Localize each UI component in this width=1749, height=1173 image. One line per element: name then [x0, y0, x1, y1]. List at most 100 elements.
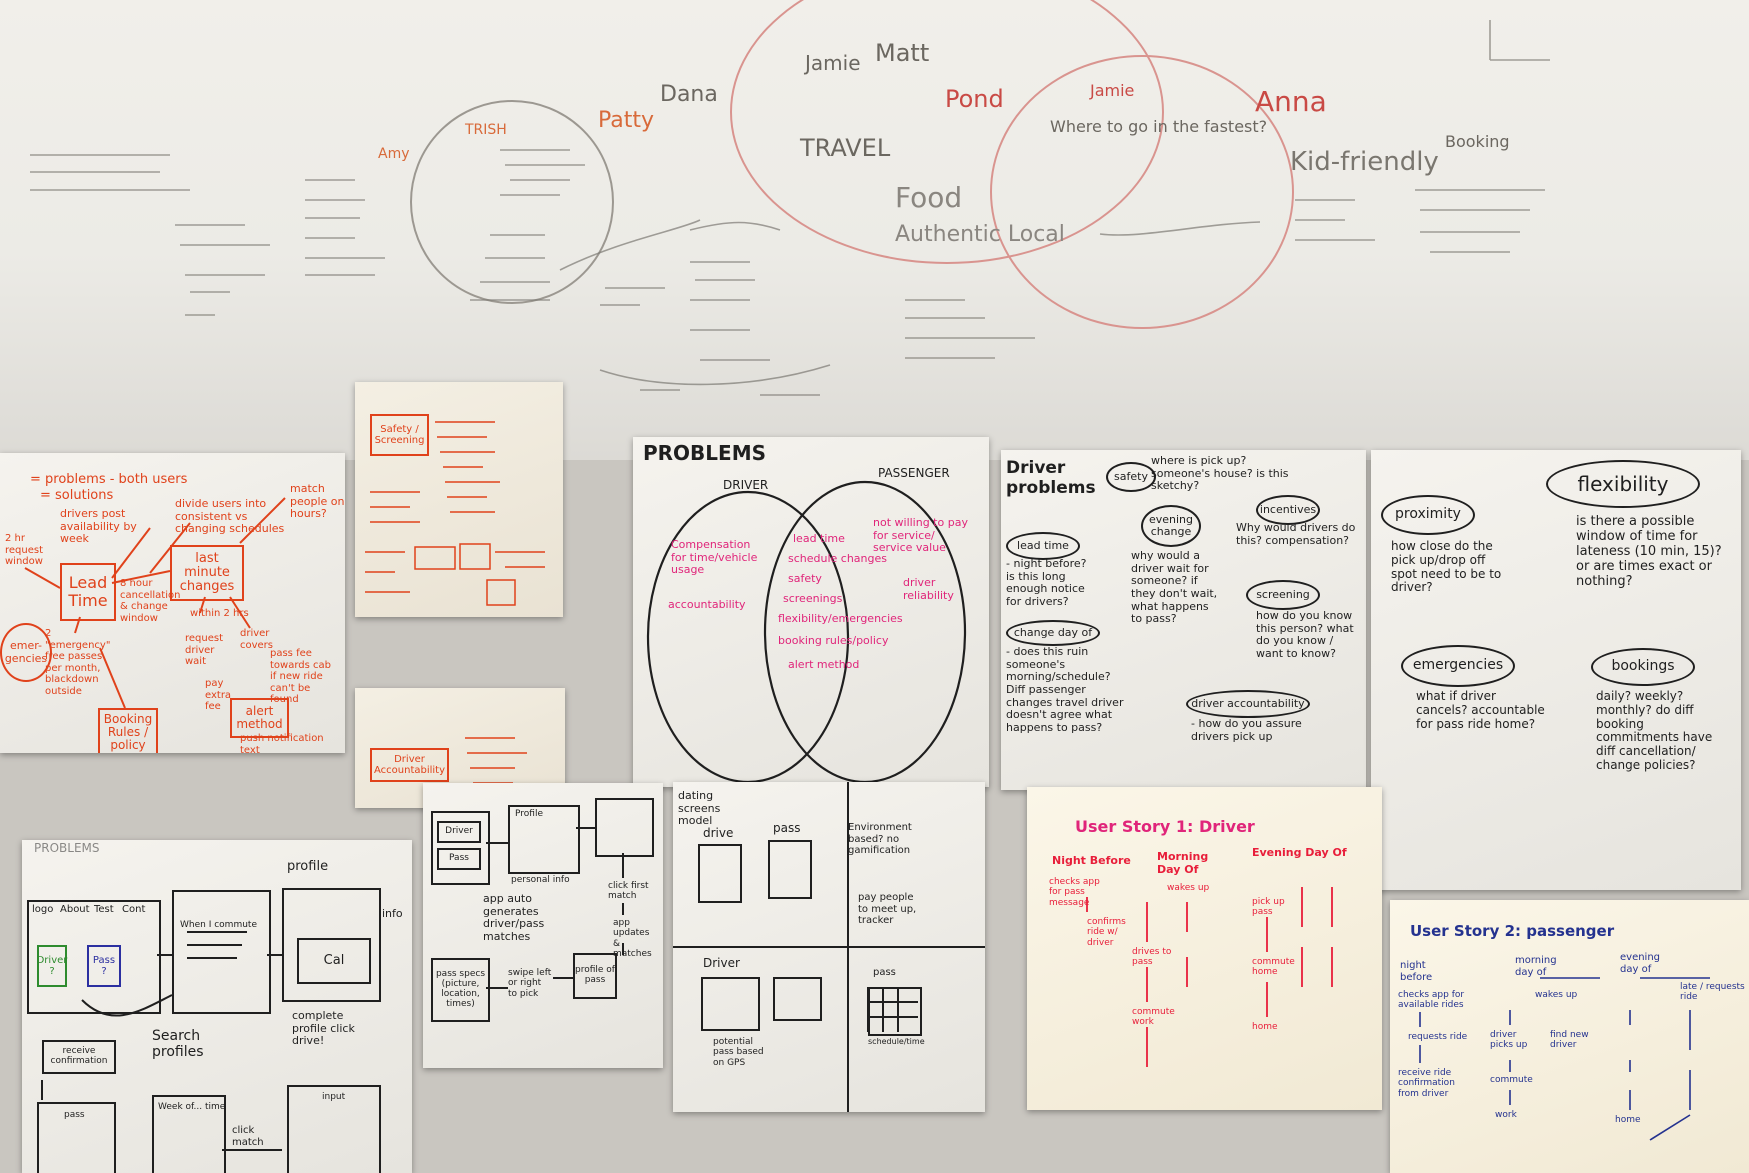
sketch-cal-box: Cal — [297, 938, 371, 984]
story-passenger-find: find new driver — [1550, 1030, 1589, 1051]
change-day-question: - does this ruin someone's morning/sched… — [1006, 645, 1124, 734]
flow-personal-info: personal info — [511, 875, 570, 885]
story-passenger-receive: receive ride confirmation from driver — [1398, 1068, 1455, 1099]
dating-potential: potential pass based on GPS — [713, 1037, 764, 1068]
safety-question: where is pick up? someone's house? is th… — [1151, 454, 1289, 493]
flexibility-oval: flexibility — [1546, 460, 1700, 508]
story-passenger-driver-picks: driver picks up — [1490, 1030, 1528, 1051]
note-pass-fee: pass fee towards cab if new ride can't b… — [270, 648, 331, 705]
sketch-nav-cont: Cont — [122, 904, 146, 915]
flow-profile-of-pass: profile of pass — [573, 953, 617, 999]
sheet-problems-sketch: PROBLEMS logo About Test Cont Driver ? P… — [22, 840, 412, 1173]
sketch-profile-label: profile — [287, 859, 329, 874]
story-passenger-arrows — [1419, 977, 1710, 1141]
board-topic-travel: TRAVEL — [800, 134, 891, 162]
note-extra-fee: pay extra fee — [205, 678, 232, 712]
dating-map-box — [701, 977, 760, 1031]
sketch-profile-frame — [282, 888, 381, 1002]
sketch-search-profiles: Search profiles — [152, 1028, 204, 1061]
emergencies-question: what if driver cancels? accountable for … — [1416, 689, 1545, 731]
board-question: Where to go in the fastest? — [1050, 117, 1268, 136]
lead-time-box: Lead Time — [60, 563, 116, 621]
board-circle-anna — [990, 55, 1294, 329]
sketch-commute-frame — [172, 890, 271, 1014]
sheet-problems-venn: PROBLEMS DRIVER PASSENGER Compensation f… — [633, 437, 989, 787]
dating-drive: drive — [703, 826, 734, 840]
driver-problems-title: Driver problems — [1006, 458, 1096, 498]
venn-shared-1: lead time — [793, 532, 845, 545]
venn-passenger-label: PASSENGER — [878, 466, 950, 480]
story-driver-night2: confirms ride w/ driver — [1087, 917, 1126, 948]
board-name-jamie-2: Jamie — [1090, 81, 1135, 100]
story-passenger-late: late / requests ride — [1680, 982, 1745, 1003]
venn-driver-item-1: Compensation for time/vehicle usage — [671, 538, 758, 577]
dating-driver: Driver — [703, 956, 740, 970]
story-driver-wakes: wakes up — [1167, 883, 1210, 893]
story-driver-night: checks app for pass message — [1049, 877, 1100, 908]
board-topic-booking: Booking — [1445, 132, 1510, 151]
venn-title: PROBLEMS — [643, 441, 767, 465]
venn-driver-item-2: accountability — [668, 598, 746, 611]
sheet-story-driver: User Story 1: Driver Night Before Mornin… — [1027, 787, 1382, 1110]
sketch-input-label: input — [322, 1092, 346, 1102]
sketch-nav-test: Test — [94, 904, 114, 915]
change-day-oval: change day of — [1006, 620, 1100, 646]
dating-pass: pass — [773, 821, 801, 835]
legend-problems: = problems - both users — [30, 472, 188, 487]
sketch-pass-choice: Pass ? — [87, 945, 121, 987]
sheet-driver-problems: Driver problems safety where is pick up?… — [1001, 450, 1366, 790]
story-passenger-home: home — [1615, 1115, 1641, 1125]
flexibility-question: is there a possible window of time for l… — [1576, 514, 1722, 589]
dating-pass-card — [768, 840, 812, 899]
venn-shared-5: flexibility/emergencies — [778, 612, 903, 625]
note-driver-wait: request driver wait — [185, 633, 224, 667]
venn-driver-label: DRIVER — [723, 478, 769, 492]
sketch-receive-confirmation: receive confirmation — [42, 1040, 116, 1074]
board-name-trish: TRISH — [465, 122, 507, 138]
emergencies-oval-flex: emergencies — [1401, 645, 1515, 687]
sheet-lead-time: = problems - both users = solutions Lead… — [0, 453, 345, 753]
venn-shared-7: alert method — [788, 658, 860, 671]
story-driver-col-2: Morning Day Of — [1157, 850, 1209, 876]
bookings-oval: bookings — [1591, 648, 1695, 686]
note-match-people: match people on hours? — [290, 482, 345, 521]
board-name-anna: Anna — [1255, 85, 1327, 118]
note-drivers-post: drivers post availability by week — [60, 507, 137, 546]
sketch-arrows — [41, 931, 282, 1151]
story-driver-item-4: commute home — [1252, 957, 1295, 978]
story-passenger-wakes: wakes up — [1535, 990, 1578, 1000]
venn-passenger-item-2: driver reliability — [903, 576, 954, 602]
sheet-app-flow: Driver Pass Profile personal info app au… — [423, 783, 663, 1068]
sheet-story-passenger: User Story 2: passenger night before mor… — [1390, 900, 1749, 1173]
flow-app-updates: app updates & matches — [613, 918, 652, 960]
flow-list-frame — [595, 798, 654, 857]
story-passenger-work: work — [1495, 1110, 1517, 1120]
bookings-question: daily? weekly? monthly? do diff booking … — [1596, 689, 1713, 772]
venn-shared-3: safety — [788, 572, 822, 585]
safety-scribbles — [365, 421, 545, 606]
board-name-amy: Amy — [378, 146, 410, 162]
sketch-week-frame — [152, 1095, 226, 1173]
safety-oval: safety — [1106, 462, 1156, 492]
story-driver-arrows — [1086, 887, 1333, 1067]
sketch-click-match: click match — [232, 1125, 264, 1148]
lead-time-connectors — [24, 497, 286, 709]
sketch-pass-frame — [37, 1102, 116, 1173]
flow-swipe: swipe left or right to pick — [508, 968, 552, 999]
story-driver-title: User Story 1: Driver — [1075, 817, 1255, 836]
board-circle-trish — [410, 100, 614, 304]
flow-arrows — [486, 827, 624, 989]
dating-pass-bottom: pass — [873, 967, 896, 978]
note-push: push notification text — [240, 733, 324, 753]
lead-time-question: - night before? is this long enough noti… — [1006, 557, 1087, 608]
booking-box: Booking Rules / policy — [98, 708, 158, 753]
last-minute-box: last minute changes — [170, 545, 244, 601]
alert-box: alert method — [230, 698, 289, 738]
story-passenger-commute: commute — [1490, 1075, 1533, 1085]
sheet-dating: dating screens model drive pass Environm… — [673, 782, 985, 1112]
story-driver-item-3: commute work — [1132, 1007, 1175, 1028]
board-scribbles — [30, 20, 1550, 396]
dating-environment: Environment based? no gamification — [848, 822, 912, 856]
driver-accountability-box: Driver Accountability — [370, 748, 449, 782]
board-name-matt: Matt — [875, 39, 930, 67]
